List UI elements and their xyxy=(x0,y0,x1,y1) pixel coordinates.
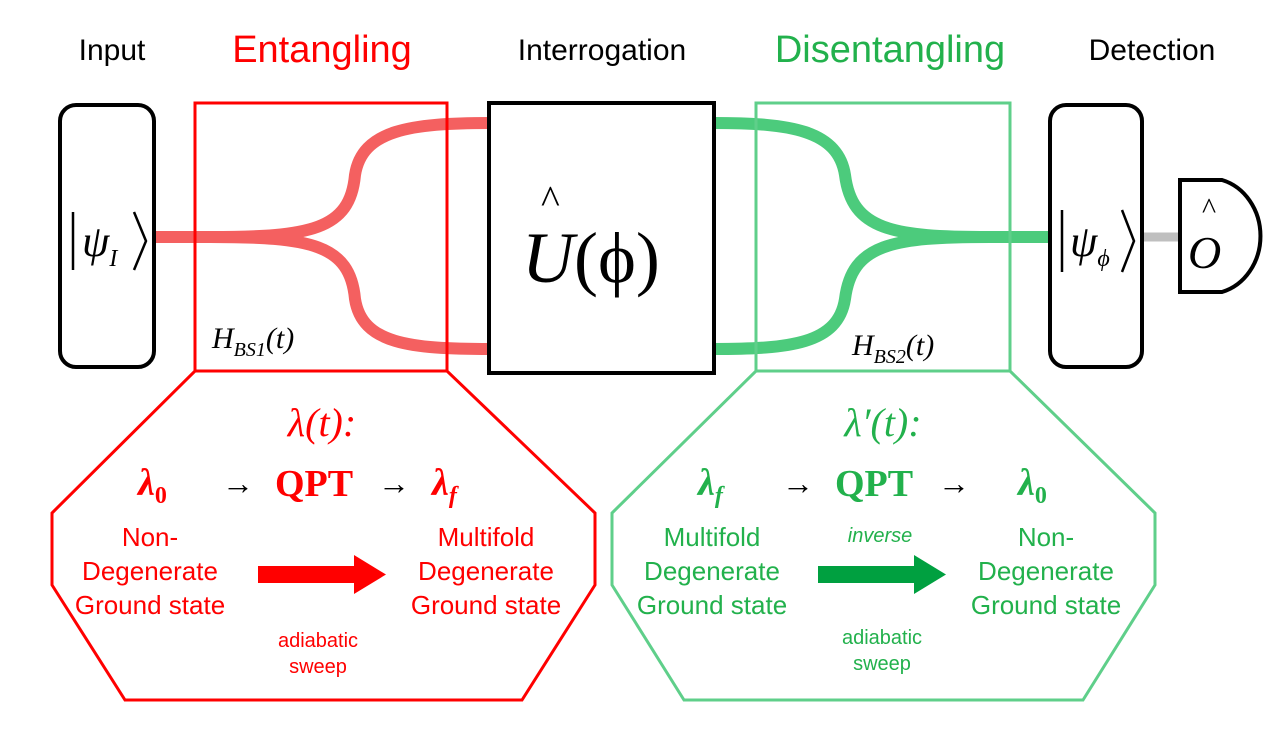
upper-arm-red xyxy=(204,117,496,243)
left-start-sub: 0 xyxy=(155,483,167,509)
left-sweep-arrow xyxy=(258,555,386,594)
input-state-box xyxy=(58,103,156,369)
unitary-box xyxy=(487,101,716,375)
disentangling-beam-paths xyxy=(708,117,1058,355)
right-to-line-1: Non- xyxy=(1018,522,1074,552)
right-start-sub: f xyxy=(715,483,725,509)
svg-text:ψI: ψI xyxy=(82,217,118,272)
unitary-u: U xyxy=(522,218,578,298)
right-lambda-param: λ′(t): xyxy=(843,400,921,445)
svg-text:U(ϕ): U(ϕ) xyxy=(522,218,660,298)
left-sweep-line-2: sweep xyxy=(289,656,347,678)
stage-disentangling-label: Disentangling xyxy=(775,29,1005,71)
lower-arm-red xyxy=(204,231,496,355)
left-start-lambda: λ xyxy=(136,462,155,504)
disentangling-octagon xyxy=(610,369,1157,702)
right-from-line-3: Ground state xyxy=(637,590,787,620)
input-psi-sub: I xyxy=(108,246,118,272)
svg-text:λf: λf xyxy=(696,462,725,509)
stage-input-label: Input xyxy=(79,34,146,67)
input-ket-angle xyxy=(132,211,148,271)
stage-interrogation-label: Interrogation xyxy=(518,34,686,67)
output-ket-angle xyxy=(1120,209,1136,273)
left-from-line-3: Ground state xyxy=(75,590,225,620)
h-bs2-label: H xyxy=(851,329,876,362)
svg-text:λ0: λ0 xyxy=(1016,462,1047,509)
output-state-box xyxy=(1048,103,1144,369)
right-from-line-2: Degenerate xyxy=(644,556,780,586)
unitary-hat: ^ xyxy=(541,177,560,222)
right-end-sub: 0 xyxy=(1035,483,1047,509)
left-to-line-2: Degenerate xyxy=(418,556,554,586)
entangling-beam-paths xyxy=(149,117,496,355)
unitary-arg: (ϕ) xyxy=(574,218,660,298)
detector-hat: ^ xyxy=(1202,192,1216,225)
left-from-line-2: Degenerate xyxy=(82,556,218,586)
detector-shape xyxy=(1178,178,1263,294)
right-inverse-label: inverse xyxy=(848,525,912,547)
lower-arm-green xyxy=(708,231,996,355)
h-bs1-arg: (t) xyxy=(266,322,294,355)
left-arrow-1: → xyxy=(222,465,254,501)
svg-text:λf: λf xyxy=(430,462,459,509)
left-to-line-1: Multifold xyxy=(438,522,535,552)
right-to-line-3: Ground state xyxy=(971,590,1121,620)
right-sweep-line-1: adiabatic xyxy=(842,627,922,649)
left-end-lambda: λ xyxy=(430,462,449,504)
svg-text:HBS1(t): HBS1(t) xyxy=(211,322,294,361)
h-bs2-arg: (t) xyxy=(906,329,934,362)
detector-observable: O xyxy=(1188,227,1221,278)
input-psi: ψ xyxy=(82,217,110,266)
left-qpt: QPT xyxy=(275,463,353,505)
right-sweep-arrow xyxy=(818,555,946,594)
svg-text:ψϕ: ψϕ xyxy=(1070,217,1110,272)
h-bs2-sub: BS2 xyxy=(874,346,906,368)
right-from-line-1: Multifold xyxy=(664,522,761,552)
right-arrow-2: → xyxy=(938,465,970,501)
entangling-octagon xyxy=(50,369,597,702)
right-start-lambda: λ xyxy=(696,462,715,504)
svg-text:HBS2(t): HBS2(t) xyxy=(851,329,934,368)
left-lambda-param: λ(t): xyxy=(287,400,356,445)
svg-text:λ0: λ0 xyxy=(136,462,167,509)
left-sweep-line-1: adiabatic xyxy=(278,630,358,652)
output-psi-sub: ϕ xyxy=(1097,246,1109,272)
upper-arm-green xyxy=(708,117,996,243)
right-to-line-2: Degenerate xyxy=(978,556,1114,586)
right-qpt: QPT xyxy=(835,463,913,505)
left-arrow-2: → xyxy=(378,465,410,501)
output-psi: ψ xyxy=(1070,217,1098,266)
right-arrow-1: → xyxy=(782,465,814,501)
right-end-lambda: λ xyxy=(1016,462,1035,504)
left-from-line-1: Non- xyxy=(122,522,178,552)
h-bs1-label: H xyxy=(211,322,236,355)
stage-entangling-label: Entangling xyxy=(232,29,412,71)
stage-detection-label: Detection xyxy=(1089,34,1216,67)
h-bs1-sub: BS1 xyxy=(234,339,266,361)
left-to-line-3: Ground state xyxy=(411,590,561,620)
right-sweep-line-2: sweep xyxy=(853,653,911,675)
left-end-sub: f xyxy=(449,483,459,509)
